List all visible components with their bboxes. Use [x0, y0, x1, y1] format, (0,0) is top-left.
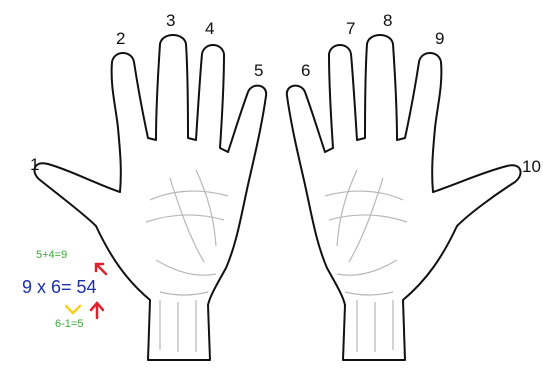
finger-label-4: 4 [205, 20, 214, 37]
finger-label-2: 2 [116, 30, 125, 47]
finger-label-5: 5 [254, 62, 263, 79]
equation-text: 9 x 6= 54 [22, 278, 97, 296]
finger-label-1: 1 [30, 156, 39, 173]
right-hand [287, 35, 521, 360]
yellow-arrow-down [66, 306, 80, 313]
red-arrow-up-left [96, 264, 106, 274]
left-hand [34, 35, 266, 360]
finger-label-7: 7 [346, 20, 355, 37]
red-arrow-up [91, 303, 103, 318]
finger-label-8: 8 [383, 12, 392, 29]
ones-diff-text: 6-1=5 [55, 319, 83, 330]
finger-label-10: 10 [522, 158, 541, 175]
finger-label-6: 6 [301, 62, 310, 79]
finger-label-9: 9 [435, 30, 444, 47]
tens-sum-text: 5+4=9 [36, 250, 67, 261]
finger-label-3: 3 [166, 12, 175, 29]
